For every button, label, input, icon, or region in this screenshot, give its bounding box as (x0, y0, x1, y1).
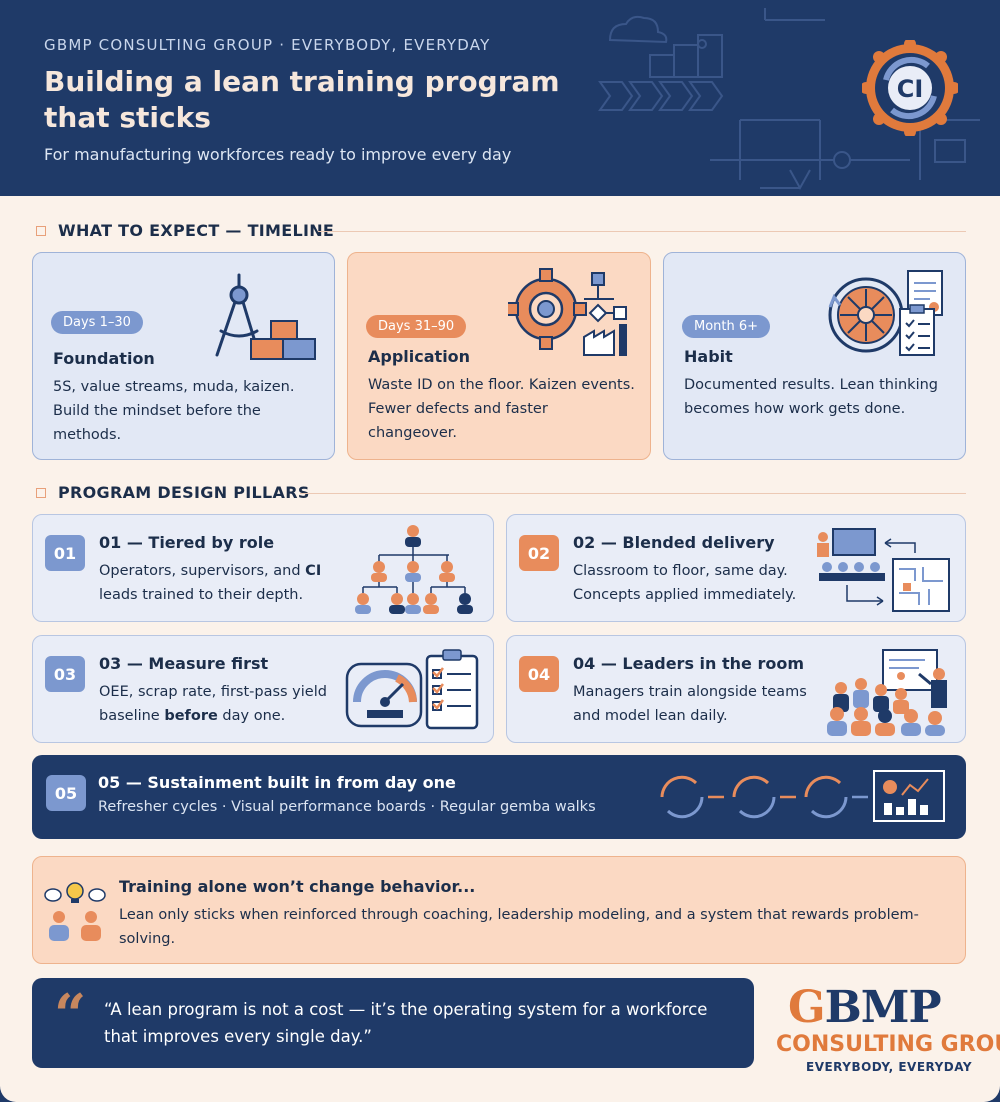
page-title: Building a lean training program that st… (44, 65, 560, 134)
timeline-label-text: WHAT TO EXPECT — TIMELINE (58, 221, 335, 240)
pillar-title: 05 — Sustainment built in from day one (98, 773, 456, 792)
timeline-card-title: Application (368, 347, 471, 366)
page-subtitle: For manufacturing workforces ready to im… (44, 145, 512, 164)
pillar-body: OEE, scrap rate, first-pass yield baseli… (99, 680, 355, 728)
timeline-card-title: Habit (684, 347, 733, 366)
timeline-card-application: Days 31–90 Application Waste ID on the f… (347, 252, 651, 460)
pillar-card-leaders-in-the-room: 04 04 — Leaders in the room Managers tra… (506, 635, 966, 743)
warning-callout: Training alone won’t change behavior... … (32, 856, 966, 964)
pillar-number: 04 (519, 656, 559, 692)
timeline-card-body: 5S, value streams, muda, kaizen. Build t… (53, 379, 295, 443)
pillar-card-tiered-by-role: 01 01 — Tiered by role Operators, superv… (32, 514, 494, 622)
quote-block: “ “A lean program is not a cost — it’s t… (32, 978, 754, 1068)
pillar-title: 03 — Measure first (99, 654, 269, 673)
pillar-body-text: Operators, supervisors, and (99, 563, 306, 579)
compass-blocks-icon (215, 273, 316, 360)
pillar-title: 01 — Tiered by role (99, 533, 275, 552)
pillar-card-sustainment: 05 05 — Sustainment built in from day on… (32, 755, 966, 839)
pillar-body: Refresher cycles · Visual performance bo… (98, 799, 596, 815)
quote-text: “A lean program is not a cost — it’s the… (104, 1000, 708, 1046)
logo-letter-g: G (788, 982, 826, 1033)
logo-letters-bmp: BMP (824, 982, 942, 1033)
pillar-number: 03 (45, 656, 85, 692)
people-ideas-icon (44, 882, 106, 941)
pillar-body-line: Classroom to floor, same day. (573, 563, 788, 579)
quote-mark-icon: “ (54, 982, 87, 1048)
timeline-pill: Days 31–90 (366, 315, 467, 338)
pillar-number: 02 (519, 535, 559, 571)
pillar-title: 02 — Blended delivery (573, 533, 775, 552)
warning-body: Lean only sticks when reinforced through… (119, 907, 919, 947)
pillar-body-text: day one. (217, 708, 286, 724)
timeline-card-habit: Month 6+ Habit Documented results. Lean … (663, 252, 966, 460)
pillar-body-line: Concepts applied immediately. (573, 587, 797, 603)
section-divider (300, 493, 966, 494)
header-kicker: GBMP CONSULTING GROUP · EVERYBODY, EVERY… (44, 36, 491, 54)
warning-title: Training alone won’t change behavior... (119, 877, 476, 896)
gear-process-icon (508, 268, 627, 356)
cycle-documents-icon (828, 270, 943, 356)
continuous-improvement-badge-icon: CI (862, 40, 958, 136)
pillar-number: 05 (46, 775, 86, 811)
classroom-floor-icon (817, 528, 950, 612)
leader-presenting-icon (827, 649, 947, 736)
timeline-section-label: WHAT TO EXPECT — TIMELINE (36, 221, 334, 240)
pillar-card-blended-delivery: 02 02 — Blended delivery Classroom to fl… (506, 514, 966, 622)
header-banner: GBMP CONSULTING GROUP · EVERYBODY, EVERY… (0, 0, 1000, 196)
pillar-body: Classroom to floor, same day. Concepts a… (573, 559, 796, 607)
pillar-body-line: and model lean daily. (573, 708, 728, 724)
pillar-body-line: Managers train alongside teams (573, 684, 807, 700)
badge-text: CI (897, 75, 924, 103)
pillar-number: 01 (45, 535, 85, 571)
org-chart-icon (355, 525, 473, 614)
timeline-pill: Month 6+ (682, 315, 771, 338)
process-diagram-decoration-icon (598, 8, 980, 191)
timeline-card-body: Waste ID on the floor. Kaizen events. Fe… (368, 377, 635, 441)
logo-consulting-group: CONSULTING GROUP (776, 1032, 1000, 1057)
pillar-body-bold: before (164, 708, 218, 724)
pillar-body-text: leads trained to their depth. (99, 587, 304, 603)
gauge-checklist-icon (345, 649, 479, 730)
section-bullet-icon (36, 487, 46, 498)
pillar-card-measure-first: 03 03 — Measure first OEE, scrap rate, f… (32, 635, 494, 743)
pillar-body-bold: CI (305, 563, 322, 579)
section-bullet-icon (36, 225, 46, 236)
pillars-section-label: PROGRAM DESIGN PILLARS (36, 483, 310, 502)
pillars-label-text: PROGRAM DESIGN PILLARS (58, 483, 310, 502)
refresh-cycles-board-icon (660, 770, 945, 822)
gbmp-logo: GBMP CONSULTING GROUP EVERYBODY, EVERYDA… (776, 982, 1000, 1082)
logo-wordmark: GBMP (788, 982, 942, 1033)
logo-tagline: EVERYBODY, EVERYDAY (806, 1060, 973, 1074)
pillar-body-text: OEE, scrap rate, first-pass yield baseli… (99, 684, 327, 724)
timeline-card-title: Foundation (53, 349, 155, 368)
pillar-title: 04 — Leaders in the room (573, 654, 804, 673)
section-divider (318, 231, 966, 232)
pillar-body: Managers train alongside teams and model… (573, 680, 807, 728)
pillar-body: Operators, supervisors, and CI leads tra… (99, 559, 339, 607)
timeline-card-body: Documented results. Lean thinking become… (684, 377, 938, 417)
timeline-card-foundation: Days 1–30 Foundation 5S, value streams, … (32, 252, 335, 460)
timeline-pill: Days 1–30 (51, 311, 143, 334)
